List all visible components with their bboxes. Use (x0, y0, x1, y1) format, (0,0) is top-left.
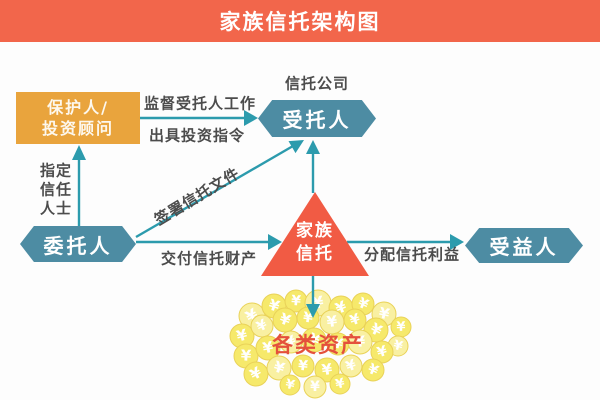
title-banner: 家族信托架构图 (0, 0, 600, 42)
arrow-trust-to-assets (306, 276, 320, 318)
arrow-sign-trust-documents (135, 140, 304, 239)
svg-text:¥: ¥ (321, 360, 334, 379)
svg-text:¥: ¥ (302, 310, 314, 327)
label-appoint-trusted-person: 指定 信任 人士 (39, 161, 73, 218)
svg-text:¥: ¥ (392, 338, 405, 355)
trustee-caption: 信托公司 (284, 74, 350, 93)
svg-text:¥: ¥ (354, 332, 366, 351)
protector-label-line1: 保护人/ (47, 98, 109, 117)
label-supervise-trustee: 监督受托人工作 (143, 94, 257, 113)
svg-text:¥: ¥ (240, 346, 252, 364)
trustee-label: 受托人 (282, 108, 352, 132)
protector-label-line2: 投资顾问 (41, 119, 114, 138)
page-title: 家族信托架构图 (219, 10, 381, 34)
arrow-trust-to-trustee (306, 140, 320, 193)
assets-coins-pile: ¥¥¥¥¥¥¥¥¥¥¥¥¥¥¥¥¥¥¥¥¥¥¥¥¥¥¥¥¥¥¥¥ (229, 289, 412, 399)
assets-label: 各类资产 (272, 333, 364, 357)
svg-text:¥: ¥ (326, 312, 339, 331)
node-beneficiary: 受益人 (465, 228, 583, 263)
trust-triangle (261, 192, 369, 276)
node-trustee: 受托人 (258, 100, 376, 137)
arrow-appoint-trusted-person (72, 145, 86, 226)
svg-text:¥: ¥ (284, 377, 296, 394)
beneficiary-label: 受益人 (489, 235, 559, 259)
svg-text:¥: ¥ (297, 358, 308, 375)
arrow-distribute-benefits (347, 234, 464, 250)
settlor-label: 委托人 (43, 233, 113, 258)
svg-text:¥: ¥ (396, 320, 405, 335)
svg-text:¥: ¥ (310, 379, 320, 395)
arrow-deliver-trust-property (136, 234, 282, 250)
svg-text:¥: ¥ (334, 376, 346, 393)
label-deliver-trust-property: 交付信托财产 (160, 249, 258, 268)
node-settlor: 委托人 (20, 226, 136, 262)
svg-text:¥: ¥ (261, 338, 275, 358)
svg-text:¥: ¥ (235, 325, 250, 345)
svg-text:¥: ¥ (332, 335, 345, 352)
node-protector: 保护人/ 投资顾问 (16, 92, 140, 144)
arrow-supervise-trustee (140, 110, 258, 126)
label-investment-instructions: 出具投资指令 (148, 126, 246, 145)
label-distribute-benefits: 分配信托利益 (363, 245, 461, 264)
svg-text:¥: ¥ (375, 343, 389, 361)
svg-text:¥: ¥ (291, 293, 302, 310)
